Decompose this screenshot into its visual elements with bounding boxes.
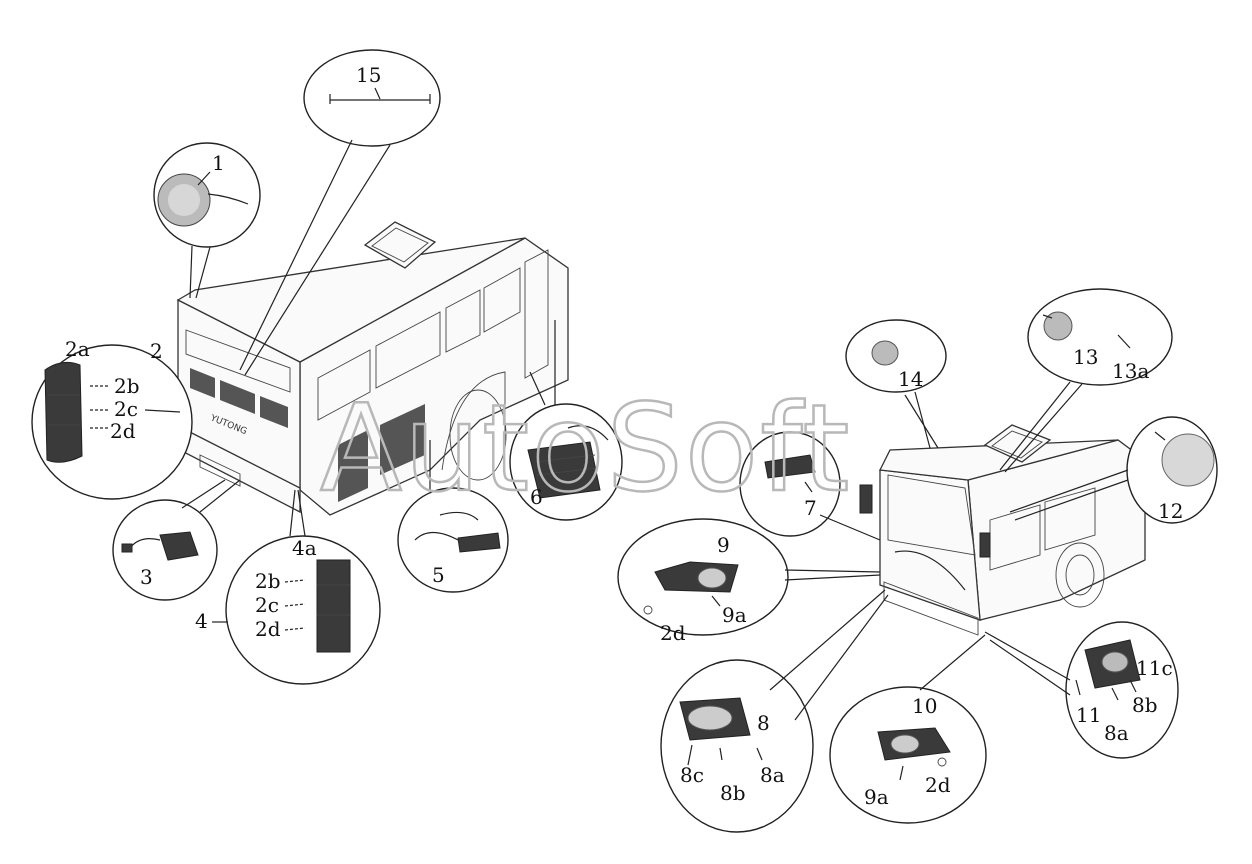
callout-10: 10 9a 2d bbox=[829, 634, 987, 824]
label-9a: 9a bbox=[722, 603, 747, 627]
label-10-2d: 2d bbox=[925, 773, 951, 797]
label-8c: 8c bbox=[680, 763, 704, 787]
label-7: 7 bbox=[804, 496, 817, 520]
callout-14: 14 bbox=[845, 319, 947, 449]
callout-4: 4a 2b 2c 2d 4 bbox=[195, 489, 381, 685]
callout-5: 5 bbox=[397, 440, 509, 593]
label-9: 9 bbox=[717, 533, 730, 557]
label-13a: 13a bbox=[1112, 359, 1149, 383]
callout-15: 15 bbox=[239, 49, 441, 376]
label-8a: 8a bbox=[760, 763, 785, 787]
label-15: 15 bbox=[356, 63, 381, 87]
rear-bus: YUTONG bbox=[175, 221, 569, 516]
label-3: 3 bbox=[140, 565, 153, 589]
label-11c: 11c bbox=[1136, 656, 1173, 680]
label-8: 8 bbox=[757, 711, 770, 735]
label-13: 13 bbox=[1073, 345, 1098, 369]
label-4-2d: 2d bbox=[255, 617, 281, 641]
label-8b: 8b bbox=[720, 781, 746, 805]
watermark: AutoSoft bbox=[320, 380, 851, 519]
roof-hatch-front bbox=[983, 424, 1052, 463]
label-11-8a: 8a bbox=[1104, 721, 1129, 745]
label-5: 5 bbox=[432, 563, 445, 587]
label-4-2b: 2b bbox=[255, 569, 281, 593]
rear-grill bbox=[190, 368, 288, 428]
callout-1: 1 bbox=[153, 142, 261, 299]
label-2a: 2a bbox=[65, 337, 90, 361]
label-9-2d: 2d bbox=[660, 621, 686, 645]
label-11-8b: 8b bbox=[1132, 693, 1158, 717]
label-14: 14 bbox=[898, 367, 923, 391]
label-10: 10 bbox=[912, 694, 937, 718]
callout-12: 12 bbox=[1009, 416, 1218, 524]
label-11: 11 bbox=[1076, 703, 1101, 727]
label-4a: 4a bbox=[292, 536, 317, 560]
callout-2: 2a 2 2b 2c 2d bbox=[31, 337, 193, 500]
label-2c: 2c bbox=[114, 397, 138, 421]
callout-9: 9 9a 2d bbox=[617, 518, 881, 645]
roof-hatch-rear bbox=[363, 221, 437, 269]
label-4-2c: 2c bbox=[255, 593, 279, 617]
callout-11: 11c 8b 11 8a bbox=[984, 621, 1179, 759]
callout-8: 8 8c 8b 8a bbox=[660, 589, 889, 833]
callout-7: 7 bbox=[739, 431, 881, 541]
label-1: 1 bbox=[212, 151, 225, 175]
label-12: 12 bbox=[1158, 499, 1183, 523]
label-2b: 2b bbox=[114, 374, 140, 398]
callout-3: 3 bbox=[112, 479, 241, 601]
label-2: 2 bbox=[150, 339, 163, 363]
label-6: 6 bbox=[530, 485, 543, 509]
callout-6: 6 bbox=[509, 320, 623, 521]
label-10-9a: 9a bbox=[864, 785, 889, 809]
label-4: 4 bbox=[195, 609, 208, 633]
callout-13: 13 13a bbox=[999, 288, 1173, 473]
front-bus bbox=[859, 424, 1146, 636]
label-2d: 2d bbox=[110, 419, 136, 443]
